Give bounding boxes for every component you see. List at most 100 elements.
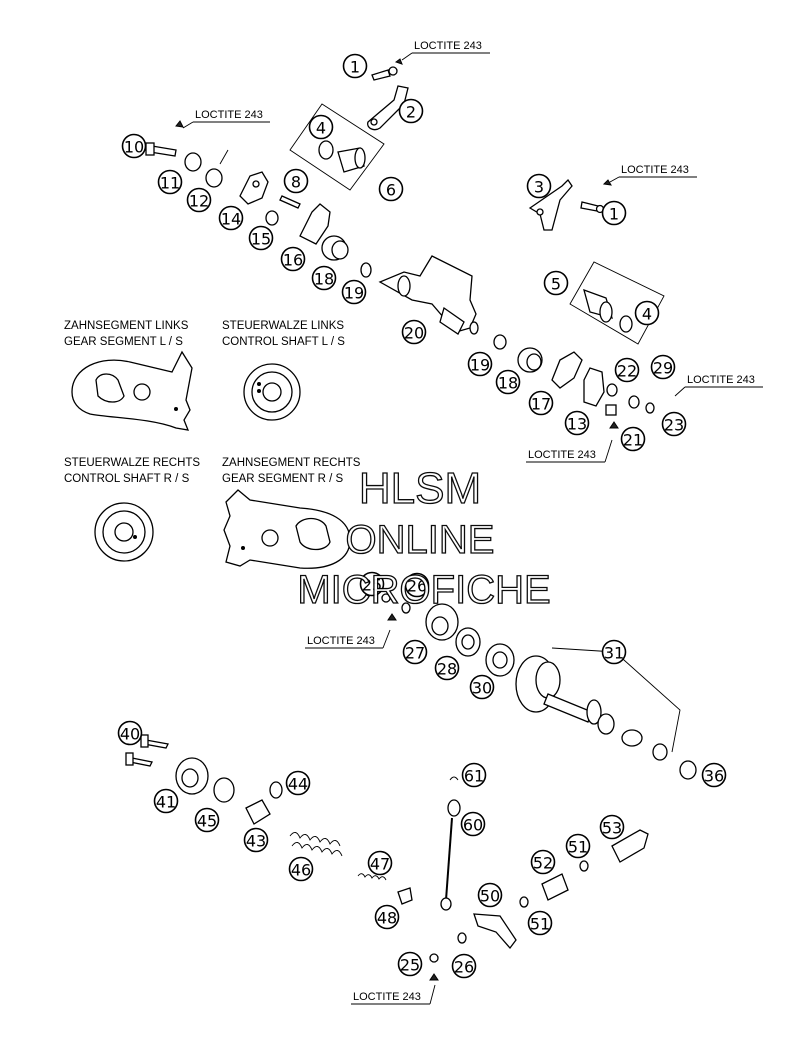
callout-13: 13 — [564, 410, 590, 436]
callout-circle — [620, 426, 646, 452]
callout-number: 16 — [283, 251, 303, 270]
callout-number: 6 — [386, 181, 396, 200]
callout-circle — [153, 788, 179, 814]
callout-number: 2 — [406, 103, 416, 122]
callout-circle — [404, 572, 430, 598]
callout-circle — [378, 176, 404, 202]
callout-25: 25 — [359, 571, 385, 597]
callout-number: 47 — [370, 855, 390, 874]
watermark-line1: HLSM — [359, 464, 481, 513]
callout-circle — [601, 639, 627, 665]
callout-number: 10 — [124, 138, 144, 157]
callout-circle — [434, 655, 460, 681]
loctite-label-mid-right: LOCTITE 243 — [674, 374, 763, 397]
callout-circle — [526, 173, 552, 199]
callout-number: 28 — [437, 660, 457, 679]
label-control-shaft-right-de: STEUERWALZE RECHTS — [64, 457, 200, 469]
callout-45: 45 — [194, 807, 220, 833]
callout-circle — [283, 168, 309, 194]
callout-circle — [218, 205, 244, 231]
callout-circle — [530, 849, 556, 875]
callout-17: 17 — [528, 390, 554, 416]
callout-circle — [528, 390, 554, 416]
loctite-text: LOCTITE 243 — [353, 991, 421, 1003]
callout-12: 12 — [186, 187, 212, 213]
callout-10: 10 — [121, 133, 147, 159]
loctite-text: LOCTITE 243 — [414, 40, 482, 52]
loctite-label-right: LOCTITE 243 — [609, 164, 697, 183]
callout-14: 14 — [218, 205, 244, 231]
callout-circle — [398, 98, 424, 124]
callout-number: 46 — [291, 861, 311, 880]
callout-4: 4 — [308, 114, 334, 140]
label-gear-segment-right-de: ZAHNSEGMENT RECHTS — [222, 457, 361, 469]
loctite-label-item25: LOCTITE 243 — [305, 629, 391, 649]
callout-circle — [495, 369, 521, 395]
callout-number: 3 — [534, 178, 544, 197]
callout-number: 5 — [551, 275, 561, 294]
callout-circle — [374, 904, 400, 930]
callout-circle — [661, 411, 687, 437]
callout-circle — [186, 187, 212, 213]
callout-circle — [311, 265, 337, 291]
callout-50: 50 — [477, 882, 503, 908]
loctite-text: LOCTITE 243 — [528, 449, 596, 461]
callout-circle — [469, 674, 495, 700]
callout-26: 26 — [451, 953, 477, 979]
callout-53: 53 — [599, 814, 625, 840]
loctite-label-upper-left: LOCTITE 243 — [182, 109, 270, 129]
callout-number: 19 — [344, 284, 364, 303]
callout-circle — [701, 762, 727, 788]
callout-number: 12 — [189, 192, 209, 211]
callout-1: 1 — [601, 200, 627, 226]
callout-number: 23 — [664, 416, 684, 435]
callout-2: 2 — [398, 98, 424, 124]
callout-16: 16 — [280, 246, 306, 272]
callout-number: 18 — [314, 270, 334, 289]
callout-29: 29 — [650, 354, 676, 380]
gear-segment-left-illustration — [71, 350, 193, 431]
callout-number: 4 — [642, 305, 652, 324]
callout-circle — [650, 354, 676, 380]
loctite-text: LOCTITE 243 — [687, 374, 755, 386]
callout-circle — [243, 827, 269, 853]
callout-19: 19 — [467, 351, 493, 377]
callout-22: 22 — [614, 357, 640, 383]
callout-circle — [565, 833, 591, 859]
callout-number: 1 — [609, 205, 619, 224]
callout-circle — [402, 639, 428, 665]
callout-25: 25 — [397, 951, 423, 977]
callout-number: 53 — [602, 819, 622, 838]
callout-number: 26 — [407, 577, 427, 596]
loctite-text: LOCTITE 243 — [621, 164, 689, 176]
callout-circle — [359, 571, 385, 597]
callout-circle — [599, 814, 625, 840]
callout-8: 8 — [283, 168, 309, 194]
loctite-label-top: LOCTITE 243 — [401, 40, 490, 61]
callout-6: 6 — [378, 176, 404, 202]
callout-number: 44 — [288, 775, 308, 794]
callout-number: 50 — [480, 887, 500, 906]
loctite-text: LOCTITE 243 — [195, 109, 263, 121]
callout-46: 46 — [288, 856, 314, 882]
callout-19: 19 — [341, 279, 367, 305]
callout-circle — [342, 53, 368, 79]
callout-number: 20 — [404, 324, 424, 343]
label-control-shaft-left-en: CONTROL SHAFT L / S — [222, 336, 345, 348]
callout-number: 18 — [498, 374, 518, 393]
callout-number: 51 — [568, 838, 588, 857]
callout-number: 52 — [533, 854, 553, 873]
callout-number: 61 — [464, 767, 484, 786]
label-gear-segment-left-de: ZAHNSEGMENT LINKS — [64, 320, 189, 332]
loctite-text: LOCTITE 243 — [307, 635, 375, 647]
callout-number: 60 — [463, 816, 483, 835]
callout-number: 29 — [653, 359, 673, 378]
callout-number: 25 — [362, 576, 382, 595]
callout-41: 41 — [153, 788, 179, 814]
callout-circle — [308, 114, 334, 140]
callout-number: 26 — [454, 958, 474, 977]
callout-48: 48 — [374, 904, 400, 930]
callout-number: 17 — [531, 395, 551, 414]
